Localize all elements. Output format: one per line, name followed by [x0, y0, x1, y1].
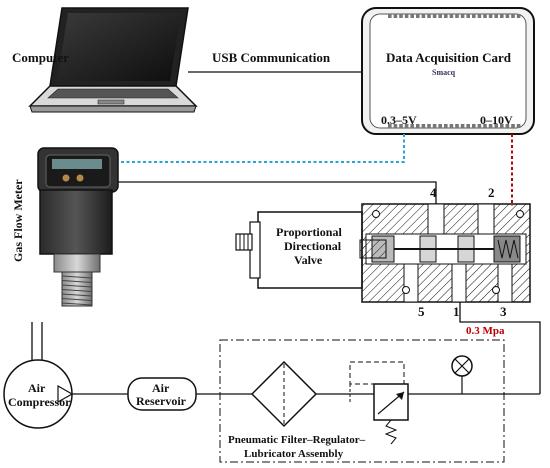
- valve-label-line2: Directional: [284, 239, 342, 253]
- laptop-icon: [28, 7, 198, 113]
- daq-terminal-pin: [505, 14, 510, 18]
- daq-top-terminals: [388, 14, 521, 18]
- daq-terminal-pin: [410, 14, 414, 18]
- thread-line: [61, 275, 93, 279]
- daq-terminal-pin: [393, 124, 398, 128]
- daq-terminal-pin: [455, 14, 459, 18]
- daq-terminal-pin: [477, 14, 482, 18]
- proportional-valve-icon: [235, 203, 531, 303]
- daq-terminal-pin: [472, 124, 476, 128]
- daq-terminal-pin: [421, 124, 426, 128]
- daq-terminal-pin: [460, 14, 465, 18]
- daq-terminal-pin: [483, 124, 487, 128]
- daq-terminal-pin: [393, 14, 398, 18]
- valve-label-line3: Valve: [294, 253, 323, 267]
- daq-terminal-pin: [455, 124, 459, 128]
- daq-terminal-pin: [472, 14, 476, 18]
- port-5-label: 5: [418, 304, 425, 319]
- daq-terminal-pin: [416, 124, 420, 128]
- compressor-label-line2: Compressor: [8, 395, 71, 409]
- daq-left-range: 0.3–5V: [381, 113, 417, 127]
- air-compressor-icon: [3, 322, 74, 429]
- valve-label-line1: Proportional: [276, 225, 342, 239]
- regulator-icon: [349, 361, 409, 445]
- daq-terminal-pin: [477, 124, 482, 128]
- daq-terminal-pin: [421, 14, 426, 18]
- daq-bottom-terminals: [388, 124, 521, 128]
- daq-terminal-pin: [494, 124, 498, 128]
- daq-terminal-pin: [410, 124, 414, 128]
- daq-terminal-pin: [460, 124, 465, 128]
- daq-card: [361, 7, 535, 135]
- daq-terminal-pin: [427, 14, 431, 18]
- daq-terminal-pin: [449, 124, 454, 128]
- port-4-label: 4: [430, 185, 437, 200]
- computer-label: Computer: [12, 50, 69, 65]
- daq-terminal-pin: [516, 124, 521, 128]
- reservoir-label-line1: Air: [152, 381, 170, 395]
- daq-terminal-pin: [500, 124, 504, 128]
- daq-terminal-pin: [399, 14, 403, 18]
- port-2-label: 2: [488, 185, 495, 200]
- frl-assembly-box: [219, 339, 505, 463]
- flow-meter-label: Gas Flow Meter: [11, 179, 25, 262]
- daq-terminal-pin: [404, 14, 409, 18]
- port-1-label: 1: [453, 304, 460, 319]
- daq-terminal-pin: [488, 14, 493, 18]
- daq-terminal-pin: [388, 14, 392, 18]
- daq-terminal-pin: [432, 124, 437, 128]
- thread-line: [61, 280, 93, 283]
- daq-terminal-pin: [427, 124, 431, 128]
- gas-flow-meter-icon: [37, 147, 119, 307]
- daq-terminal-pin: [466, 14, 470, 18]
- thread-line: [61, 289, 93, 292]
- frl-label-line2: Lubricator Assembly: [244, 448, 344, 460]
- filter-icon: [250, 360, 318, 428]
- daq-terminal-pin: [505, 124, 510, 128]
- daq-terminal-pin: [488, 124, 493, 128]
- daq-terminal-pin: [516, 14, 521, 18]
- thread-line: [61, 284, 93, 288]
- daq-terminal-pin: [438, 14, 442, 18]
- thread-line: [61, 293, 93, 297]
- daq-terminal-pin: [399, 124, 403, 128]
- daq-right-range: 0–10V: [480, 113, 513, 127]
- daq-terminal-pin: [404, 124, 409, 128]
- reservoir-label-line2: Reservoir: [136, 394, 187, 408]
- daq-brand-logo: Smacq: [432, 68, 456, 77]
- thread-line: [61, 298, 93, 301]
- compressor-label-line1: Air: [28, 381, 46, 395]
- daq-terminal-pin: [494, 14, 498, 18]
- daq-terminal-pin: [483, 14, 487, 18]
- blue-signal-line: [120, 134, 405, 163]
- daq-terminal-pin: [444, 124, 448, 128]
- daq-terminal-pin: [449, 14, 454, 18]
- daq-terminal-pin: [416, 14, 420, 18]
- lubricator-gauge-icon: [451, 355, 473, 394]
- daq-terminal-pin: [438, 124, 442, 128]
- pressure-label: 0.3 Mpa: [466, 325, 505, 337]
- supply-line-port1: [459, 302, 541, 356]
- daq-title: Data Acquisition Card: [386, 50, 512, 65]
- frl-label-line1: Pneumatic Filter–Regulator–: [228, 434, 366, 446]
- daq-terminal-pin: [500, 14, 504, 18]
- daq-terminal-pin: [466, 124, 470, 128]
- daq-terminal-pin: [511, 124, 515, 128]
- daq-terminal-pin: [432, 14, 437, 18]
- daq-terminal-pin: [511, 14, 515, 18]
- thread-line: [61, 302, 93, 306]
- daq-terminal-pin: [388, 124, 392, 128]
- port-3-label: 3: [500, 304, 507, 319]
- daq-terminal-pin: [444, 14, 448, 18]
- flow-meter-to-port4-line: [118, 181, 437, 208]
- usb-label: USB Communication: [212, 50, 331, 65]
